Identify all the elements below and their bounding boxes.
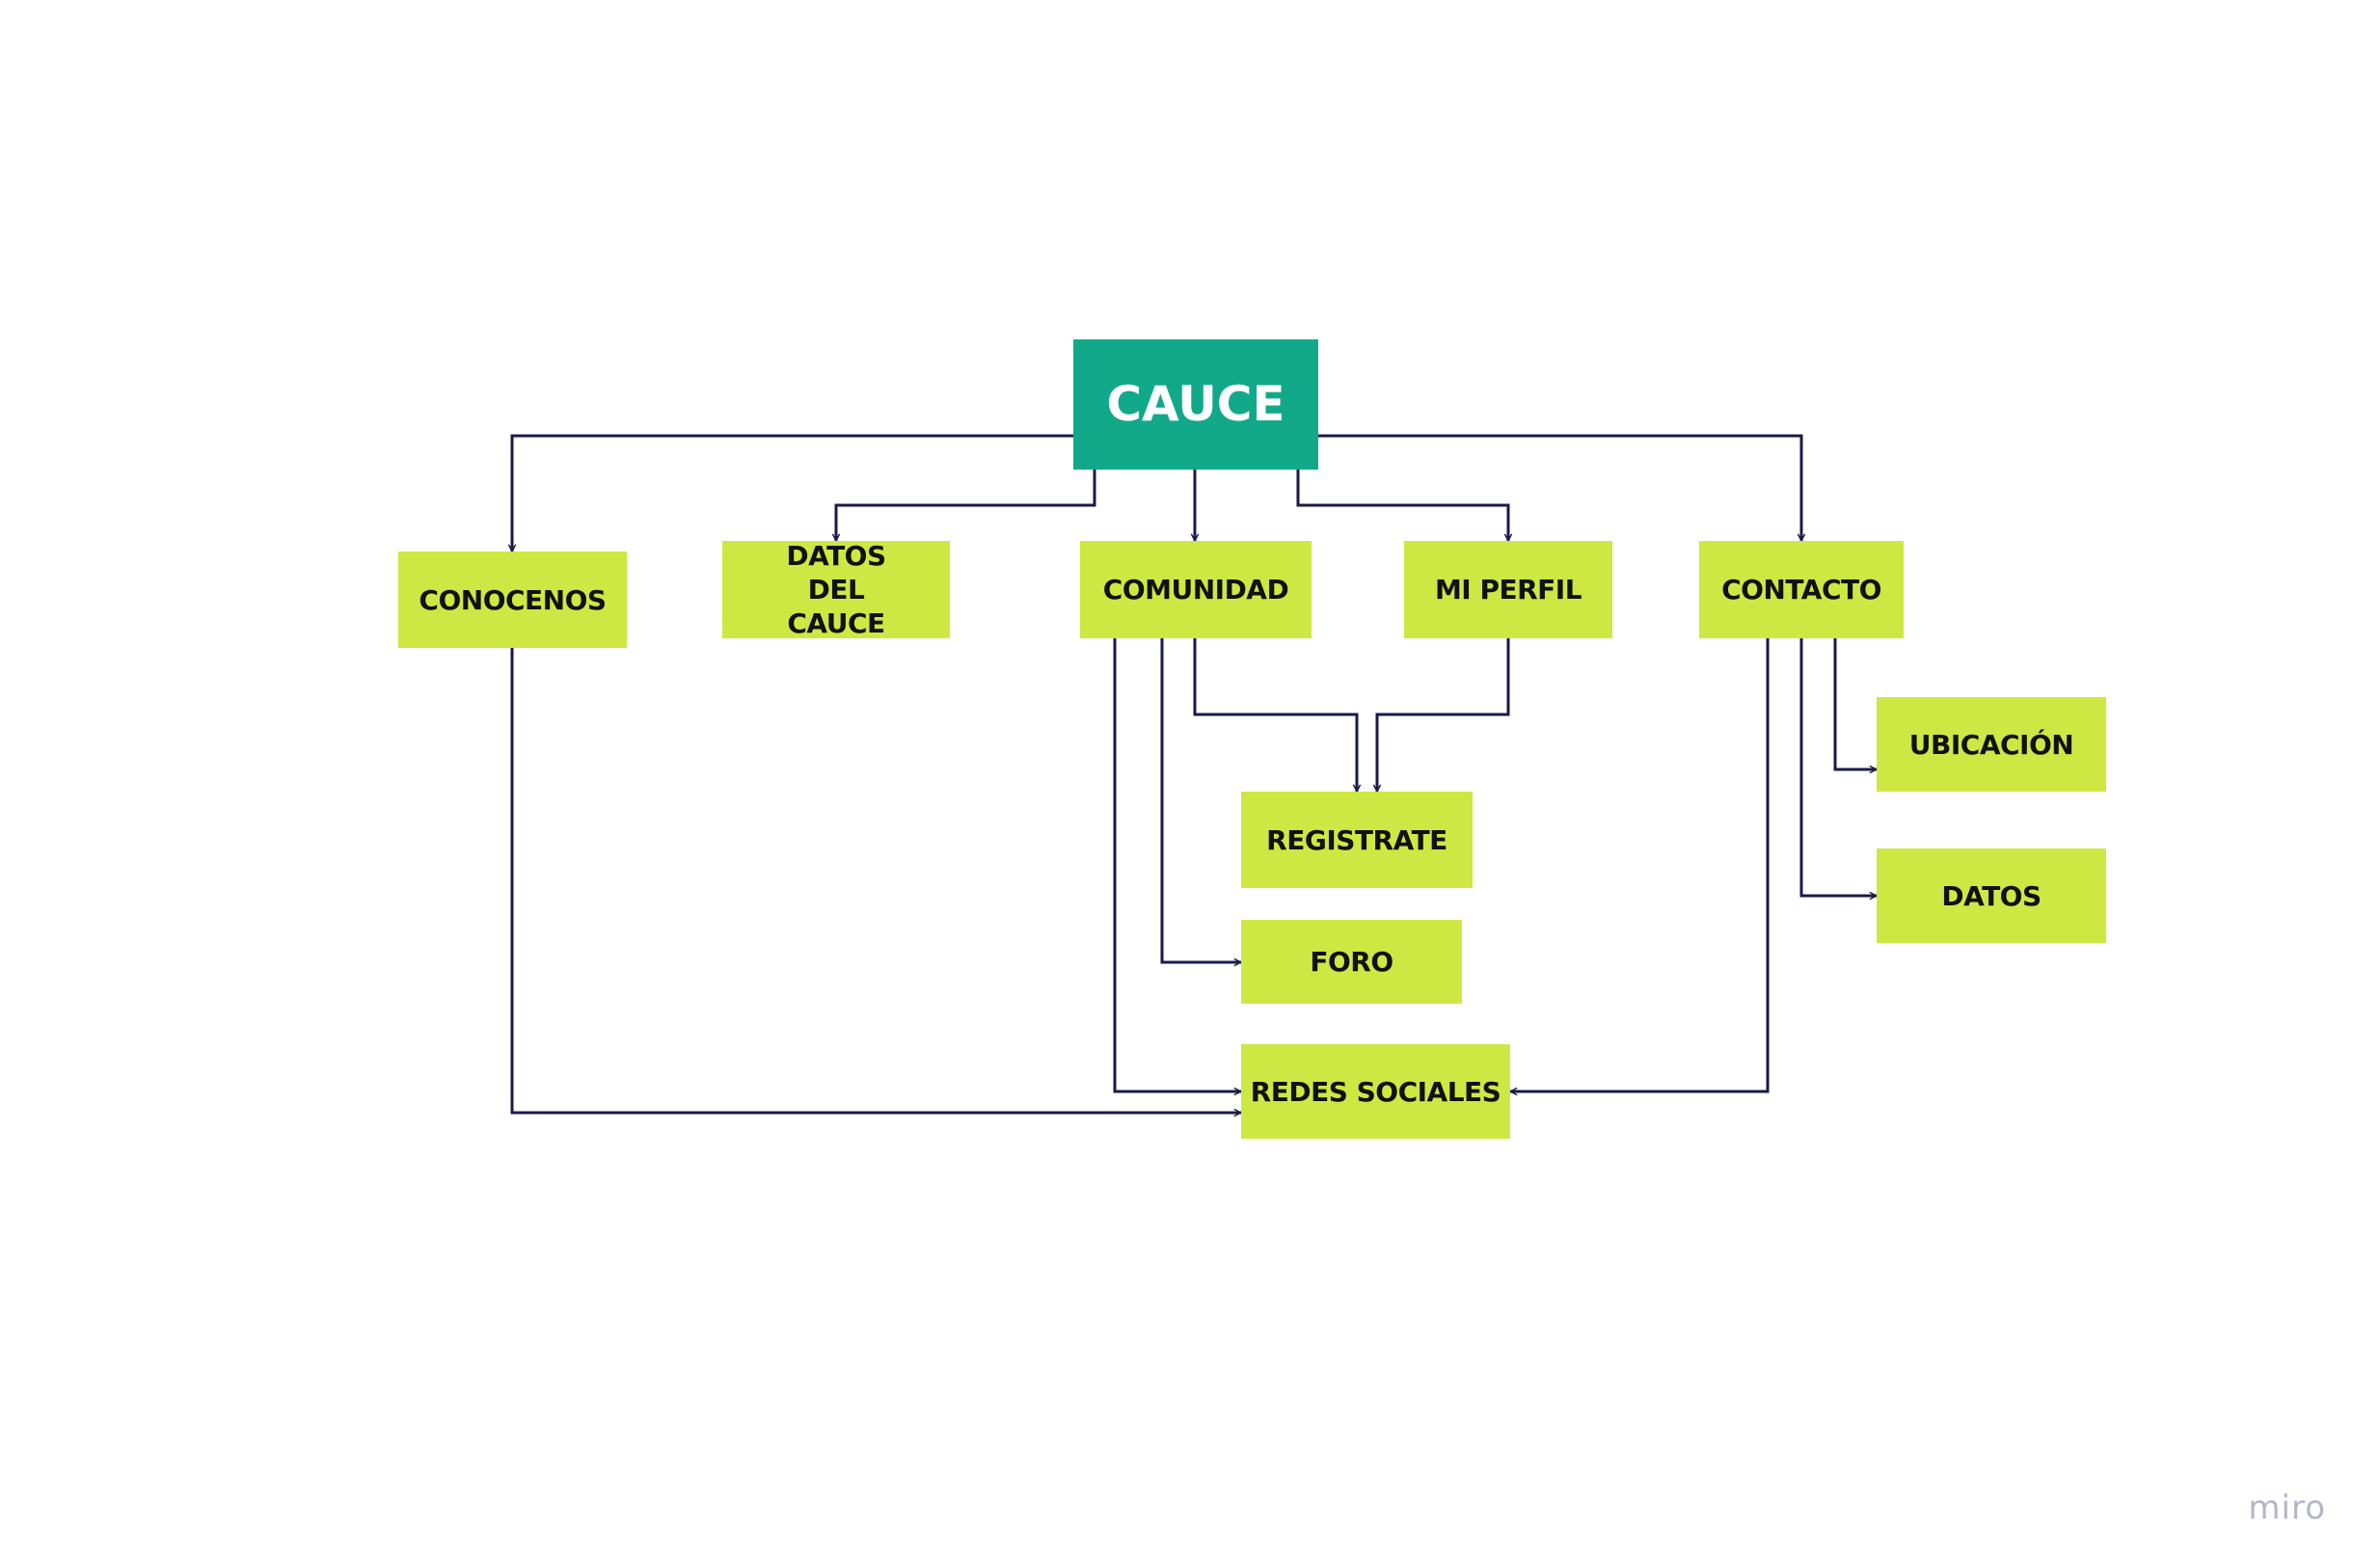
- edge-comunidad-registrate: [1193, 638, 1357, 792]
- edge-contacto-redes-sociales: [1510, 638, 1770, 1091]
- miro-watermark: miro: [2248, 1489, 2326, 1527]
- node-cauce[interactable]: CAUCE: [1073, 339, 1318, 470]
- edge-contacto-datos: [1799, 638, 1877, 896]
- edge-cauce-contacto: [1318, 434, 1801, 541]
- node-registrate[interactable]: REGISTRATE: [1241, 792, 1473, 888]
- node-datos[interactable]: DATOS: [1877, 848, 2106, 943]
- edge-cauce-mi-perfil: [1296, 470, 1508, 541]
- node-foro[interactable]: FORO: [1241, 920, 1462, 1004]
- edge-mi-perfil-registrate: [1377, 638, 1510, 792]
- node-conocenos[interactable]: CONOCENOS: [398, 552, 627, 648]
- node-datos-del-cauce[interactable]: DATOS DEL CAUCE: [722, 540, 950, 639]
- edge-cauce-conocenos: [512, 434, 1073, 552]
- node-contacto[interactable]: CONTACTO: [1699, 541, 1904, 638]
- edge-conocenos-redes-sociales: [510, 648, 1241, 1113]
- edge-contacto-ubicacion: [1833, 638, 1877, 769]
- node-redes-sociales[interactable]: REDES SOCIALES: [1241, 1044, 1510, 1139]
- node-ubicacion[interactable]: UBICACIÓN: [1877, 697, 2106, 792]
- node-mi-perfil[interactable]: MI PERFIL: [1404, 541, 1612, 638]
- edge-cauce-datos-del-cauce: [836, 470, 1096, 541]
- edge-comunidad-redes-sociales: [1113, 638, 1241, 1091]
- node-comunidad[interactable]: COMUNIDAD: [1080, 541, 1312, 638]
- edge-comunidad-foro: [1160, 638, 1241, 962]
